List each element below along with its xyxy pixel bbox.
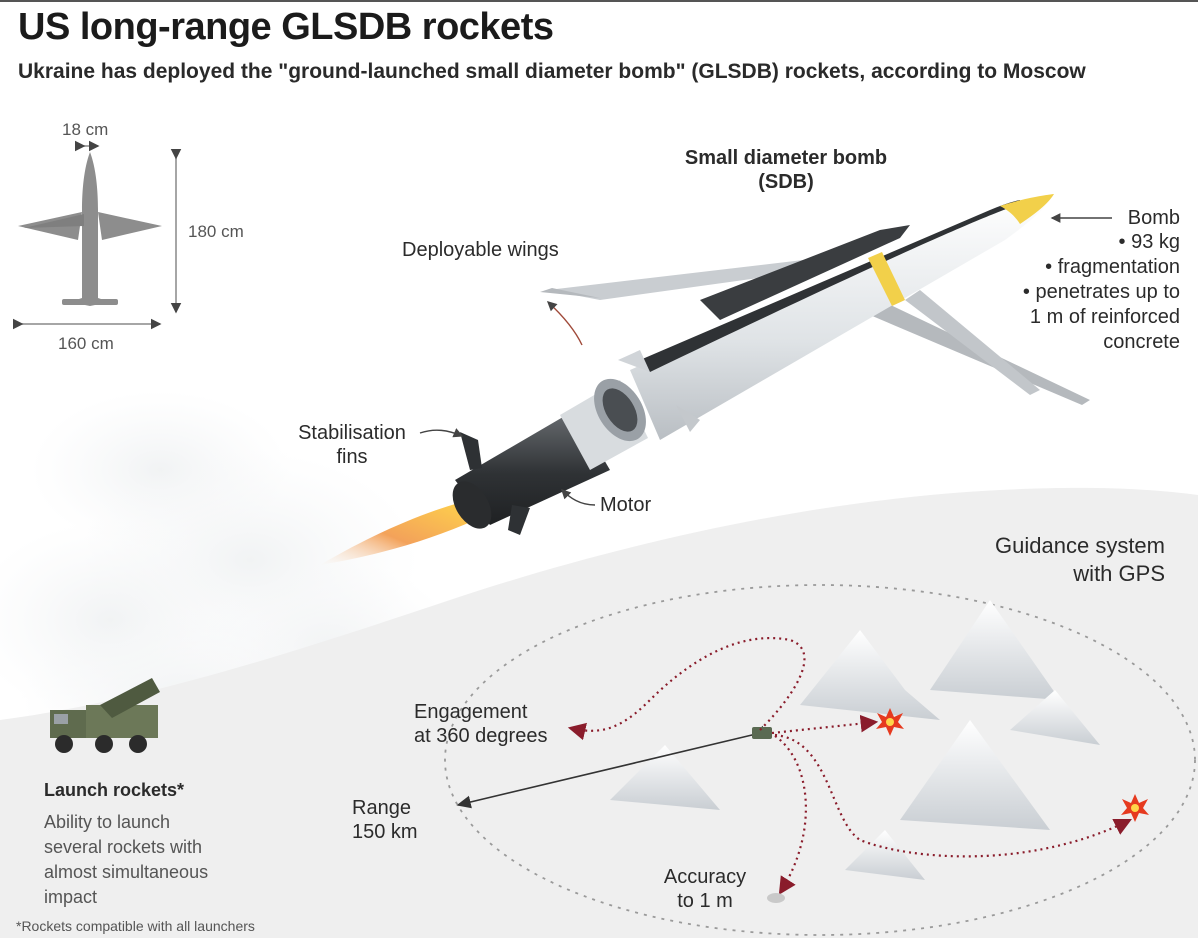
bomb-specs: Bomb • 93 kg • fragmentation • penetrate… xyxy=(960,206,1180,355)
page-title: US long-range GLSDB rockets xyxy=(18,6,554,48)
bomb-spec-item: • 93 kg xyxy=(1118,231,1180,253)
length-dimension-label: 180 cm xyxy=(188,222,244,241)
explosion-icon-2 xyxy=(1121,794,1149,822)
guidance-paths xyxy=(567,637,1132,895)
bomb-title: Bomb xyxy=(1127,207,1180,229)
bomb-spec-item: • fragmentation xyxy=(1045,256,1180,278)
sdb-title: Small diameter bomb (SDB) xyxy=(684,147,888,193)
guidance-range-ellipse xyxy=(444,584,1196,936)
wingspan-dimension-label: 160 cm xyxy=(58,334,114,353)
bomb-spec-item: • penetrates up to xyxy=(1022,281,1180,303)
launcher-marker xyxy=(752,727,772,739)
launcher-description: Ability to launch several rockets with a… xyxy=(44,812,209,907)
bomb-spec-item: 1 m of reinforced xyxy=(1029,306,1180,328)
range-label: Range 150 km xyxy=(352,797,418,843)
accuracy-label: Accuracy to 1 m xyxy=(663,866,747,912)
launcher-info: Launch rockets* Ability to launch severa… xyxy=(44,778,304,910)
page-subtitle: Ukraine has deployed the "ground-launche… xyxy=(18,60,1086,83)
deployable-wings-label: Deployable wings xyxy=(402,239,559,261)
accuracy-target xyxy=(767,893,785,903)
bomb-spec-list: • 93 kg • fragmentation • penetrates up … xyxy=(960,230,1180,355)
range-arrow xyxy=(456,725,766,809)
width-dimension-label: 18 cm xyxy=(62,120,109,139)
dimension-lines xyxy=(13,140,182,330)
guidance-system-label: Guidance system with GPS xyxy=(995,533,1165,586)
explosion-icon-1 xyxy=(876,708,904,736)
pointer-lines xyxy=(419,213,1112,506)
motor-label: Motor xyxy=(600,494,652,516)
footnote: *Rockets compatible with all launchers xyxy=(16,918,255,934)
glsdb-rocket xyxy=(452,194,1090,535)
launcher-title: Launch rockets* xyxy=(44,780,185,800)
exhaust-flame xyxy=(320,500,475,565)
ground-terrain xyxy=(0,487,1198,938)
bomb-spec-item: concrete xyxy=(1103,331,1180,353)
stabilisation-fins-label: Stabilisation fins xyxy=(298,422,406,468)
engagement-label: Engagement at 360 degrees xyxy=(414,701,548,747)
rocket-silhouette xyxy=(18,152,162,306)
himars-launcher-icon xyxy=(50,678,160,753)
